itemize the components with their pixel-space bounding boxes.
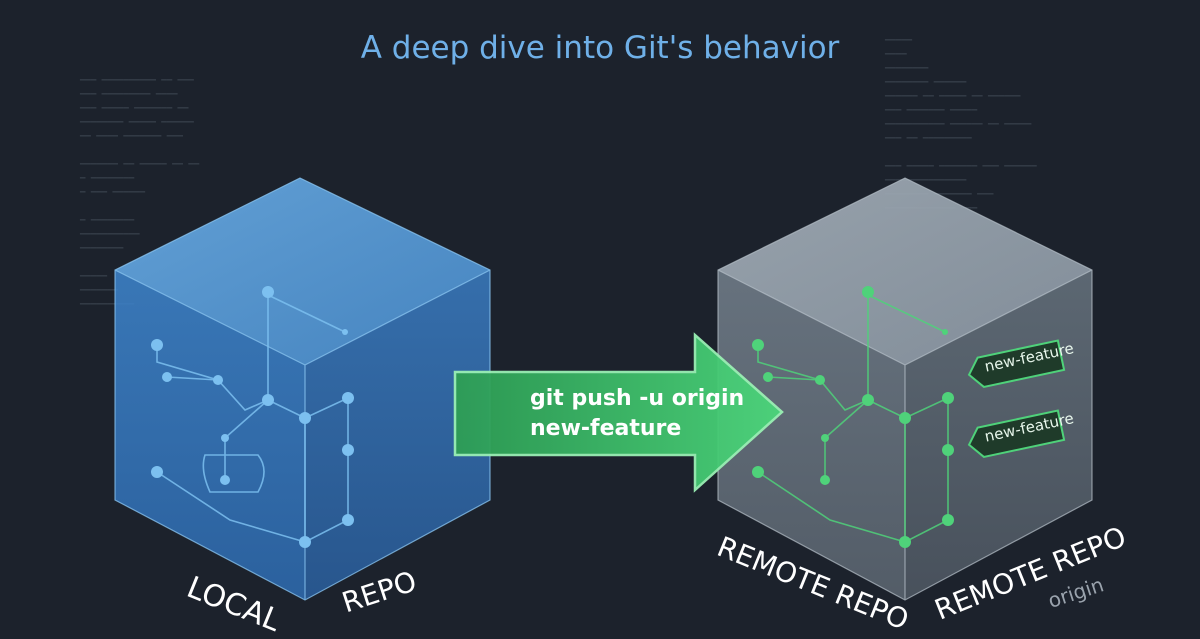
remote-repo-cube: [717, 177, 1093, 601]
subtitle: A deep dive into Git's behavior: [360, 30, 840, 66]
local-commit-nodes: [151, 286, 354, 548]
push-command-line2: new-feature: [530, 416, 682, 441]
branch-tag-2: [967, 409, 1066, 459]
local-repo-cube: [114, 177, 491, 601]
push-arrow: [453, 332, 784, 493]
local-cube-left-face: [115, 270, 305, 600]
remote-cube-left-face: [718, 270, 905, 600]
remote-commit-nodes: [752, 286, 954, 548]
code-background-left: ━━━ ━━━━━━━━━━ ━━ ━━━ ━━━ ━━━━━━━━━ ━━━━…: [80, 76, 200, 310]
push-command-line1: git push -u origin: [530, 386, 745, 411]
remote-cube-top-face: [718, 178, 1092, 365]
branch-tag-1: [967, 339, 1066, 389]
